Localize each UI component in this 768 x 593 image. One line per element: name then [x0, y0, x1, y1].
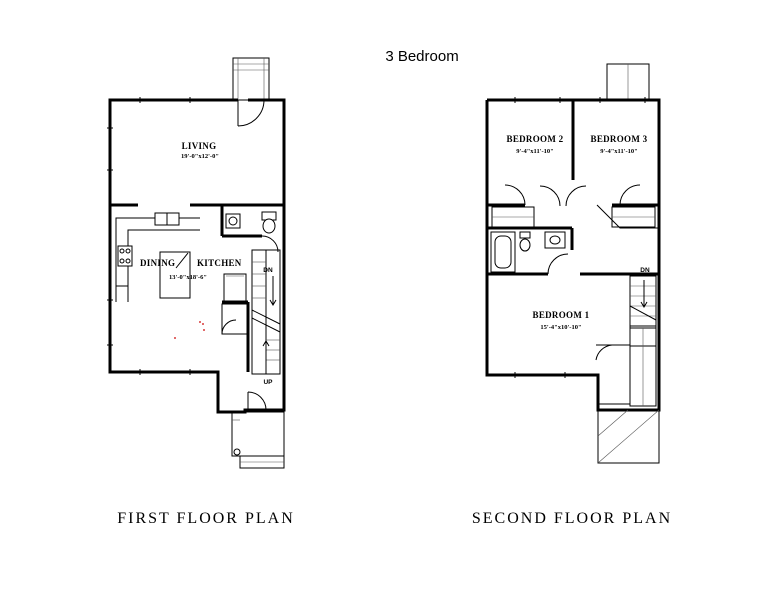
- toilet-tank-2-icon: [519, 231, 531, 239]
- bath-sink-icon: [544, 231, 566, 249]
- living-room-label: LIVING: [182, 141, 217, 151]
- bedroom2-dims: 9'-4"x11'-10": [516, 148, 554, 155]
- bedroom1-label: BEDROOM 1: [533, 310, 590, 320]
- kitchen-label: KITCHEN: [197, 258, 242, 268]
- bedroom1-dims: 15'-4"x10'-10": [540, 324, 581, 331]
- bedroom1-door: [595, 327, 657, 410]
- bedroom3-label: BEDROOM 3: [591, 134, 648, 144]
- first-floor-plan: DN UP LIVING 19'-0"x12'-0" DINING KITCHE…: [107, 57, 286, 469]
- stair-down-label-2: DN: [640, 267, 650, 274]
- first-floor-stairs: [251, 249, 281, 375]
- bathroom: [487, 226, 574, 276]
- bedroom-doors: [504, 184, 641, 207]
- stair-down-label: DN: [263, 267, 273, 274]
- kitchen-island: [159, 251, 191, 299]
- toilet-icon: [262, 218, 276, 234]
- living-room-dims: 19'-0"x12'-0": [181, 153, 219, 160]
- stair-up-label: UP: [263, 379, 273, 386]
- first-floor-caption: FIRST FLOOR PLAN: [117, 510, 295, 527]
- rear-steps: [232, 57, 270, 101]
- kitchen-dims: 13'-0"x18'-6": [169, 274, 207, 281]
- bedroom2-label: BEDROOM 2: [507, 134, 564, 144]
- front-steps: [231, 411, 285, 469]
- drawing-title: 3 Bedroom: [385, 48, 458, 65]
- toilet-2-icon: [519, 238, 531, 252]
- refrigerator-icon: [223, 273, 247, 303]
- sink-icon: [225, 213, 241, 229]
- closets: [491, 204, 659, 229]
- window-marks-2: [514, 97, 646, 378]
- bedroom3-dims: 9'-4"x11'-10": [600, 148, 638, 155]
- front-roof-projection: [597, 409, 660, 464]
- rear-door: [237, 99, 265, 127]
- range-icon: [117, 245, 133, 267]
- marker-dots: [174, 321, 205, 339]
- second-floor-plan: DN BEDROOM 2 9'-4"x11'-10" BEDROOM 3 9'-…: [485, 63, 661, 464]
- roof-projection: [606, 63, 650, 101]
- dining-label: DINING: [140, 258, 175, 268]
- window-marks: [107, 97, 191, 375]
- kitchen-counters: [115, 212, 200, 302]
- powder-room: [220, 205, 279, 253]
- front-door: [247, 391, 267, 411]
- second-floor-caption: SECOND FLOOR PLAN: [472, 510, 672, 527]
- pantry: [221, 300, 250, 372]
